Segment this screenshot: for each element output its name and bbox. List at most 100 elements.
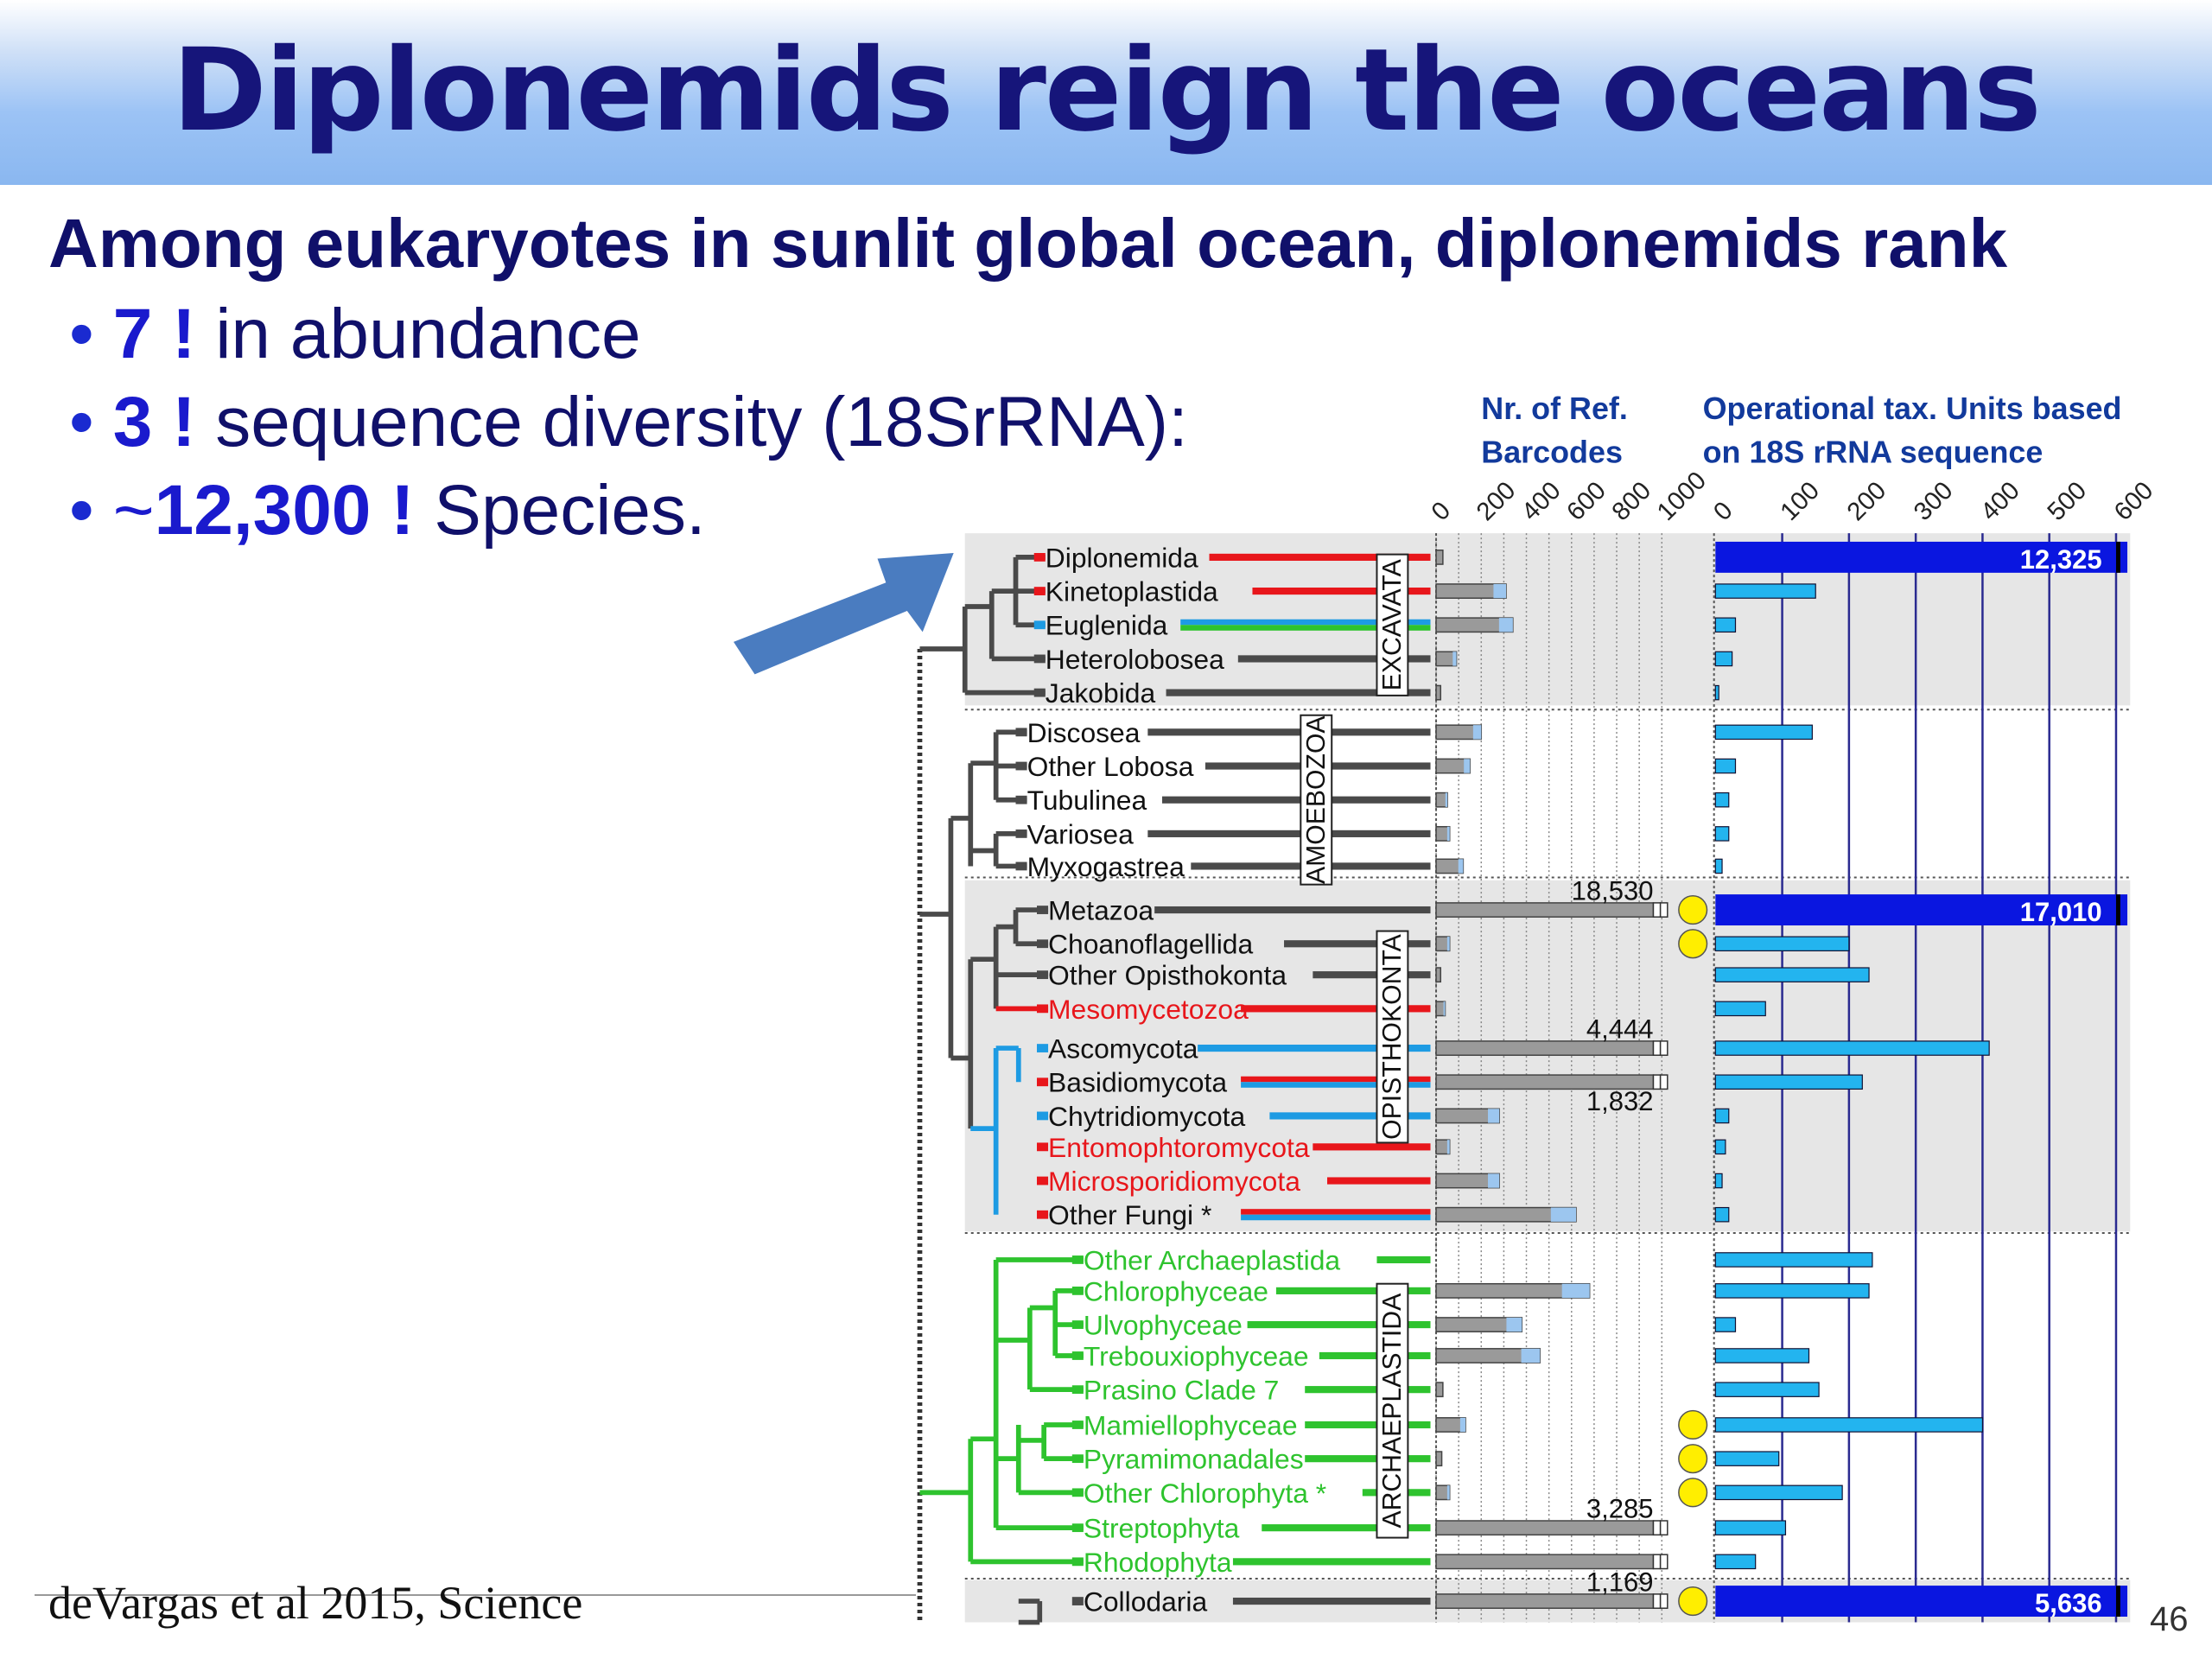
otu-bar	[1714, 1554, 1757, 1570]
barcode-bar-portion	[1472, 725, 1482, 740]
barcode-value-label: 4,444	[1586, 1014, 1654, 1045]
taxon-line	[1166, 689, 1431, 696]
taxon-label: Ascomycota	[1048, 1033, 1198, 1064]
barcode-bar	[1435, 549, 1444, 565]
otu-tick-label: 300	[1909, 476, 1959, 526]
taxon-label: Jakobida	[1046, 677, 1156, 709]
label-stub	[1037, 939, 1049, 949]
highlight-dot	[1678, 1586, 1708, 1617]
taxon-label: Chytridiomycota	[1048, 1101, 1245, 1132]
barcode-tick-label: 800	[1606, 476, 1656, 526]
bullet-prefix: ~	[112, 471, 155, 550]
taxon-label: Other Chlorophyta *	[1084, 1478, 1326, 1509]
label-stub	[1037, 1111, 1049, 1121]
taxon-line	[1209, 553, 1431, 561]
label-stub	[1037, 1077, 1049, 1087]
otu-bar	[1714, 1040, 1990, 1056]
label-stub	[1015, 761, 1027, 771]
label-stub	[1033, 620, 1046, 630]
otu-header-line2: on 18S rRNA sequence	[1703, 435, 2044, 470]
taxon-line	[1180, 619, 1431, 626]
otu-bar	[1714, 858, 1723, 874]
highlight-dot	[1678, 1409, 1708, 1440]
bullet-dot: •	[69, 295, 94, 373]
taxon-label: Variosea	[1027, 818, 1135, 849]
taxon-label: Mamiellophyceae	[1084, 1409, 1298, 1440]
barcode-tick-label: 0	[1426, 496, 1456, 526]
taxon-label: Choanoflagellida	[1048, 929, 1253, 960]
taxon-label: Entomophtoromycota	[1048, 1132, 1310, 1163]
otu-bar	[1714, 1173, 1723, 1189]
taxon-label: Other Lobosa	[1027, 751, 1194, 782]
bullet-dot: •	[69, 383, 94, 461]
supergroup-box	[1376, 553, 1409, 696]
label-stub	[1071, 1597, 1084, 1605]
taxon-label: Rhodophyta	[1084, 1547, 1232, 1578]
citation: deVargas et al 2015, Science	[48, 1577, 583, 1629]
taxon-label: Microsporidiomycota	[1048, 1166, 1300, 1197]
otu-bar	[1714, 1139, 1726, 1155]
otu-bar	[1714, 651, 1733, 667]
otu-bar	[1714, 826, 1730, 842]
otu-value-label: 5,636	[2035, 1588, 2102, 1618]
taxon-label: Prasino Clade 7	[1084, 1375, 1279, 1406]
barcode-header-line2: Barcodes	[1481, 435, 1623, 470]
highlight-dot	[1678, 894, 1708, 925]
label-stub	[1015, 861, 1027, 871]
bullet-emphasis: 12,300 !	[154, 471, 415, 550]
taxon-line	[1241, 1076, 1431, 1083]
taxon-line	[1275, 1287, 1431, 1294]
barcode-bar-portion	[1521, 1348, 1541, 1363]
barcode-value-label: 1,832	[1586, 1086, 1654, 1116]
label-stub	[1071, 1320, 1084, 1329]
barcode-break-mark	[1652, 1593, 1662, 1609]
slide-lead: Among eukaryotes in sunlit global ocean,…	[48, 205, 2008, 282]
taxon-label: Euglenida	[1046, 610, 1168, 641]
barcode-break-mark	[1652, 1520, 1662, 1536]
otu-bar-break	[2115, 894, 2120, 926]
label-stub	[1033, 654, 1046, 664]
group-panel	[964, 880, 2131, 1232]
barcode-bar-portion	[1488, 1173, 1500, 1188]
label-stub	[1071, 1454, 1084, 1464]
highlight-dot	[1678, 1478, 1708, 1508]
label-stub	[1037, 970, 1049, 980]
barcode-break-mark	[1659, 1554, 1669, 1570]
otu-bar	[1714, 1283, 1870, 1299]
otu-bar	[1714, 791, 1730, 808]
taxon-line	[1241, 1082, 1431, 1088]
label-stub	[1037, 1004, 1049, 1014]
otu-bar	[1714, 617, 1737, 633]
bullet-diversity: •3 ! sequence diversity (18SrRNA):	[69, 378, 1188, 467]
taxon-label: Chlorophyceae	[1084, 1275, 1268, 1306]
taxon-line	[1232, 1597, 1431, 1605]
taxon-line	[1232, 1558, 1431, 1566]
otu-bar	[1714, 967, 1870, 982]
barcode-bar-portion	[1446, 1485, 1450, 1500]
supergroup-box	[1376, 930, 1409, 1144]
barcode-break-mark	[1659, 902, 1669, 918]
bullet-emphasis: 7 !	[112, 295, 196, 373]
taxon-line	[1305, 1386, 1431, 1394]
taxon-line	[1269, 1112, 1431, 1120]
otu-bar-large	[1715, 894, 2128, 926]
barcode-break-mark	[1659, 1593, 1669, 1609]
page-number: 46	[2150, 1600, 2189, 1638]
pointer-arrow	[733, 553, 954, 675]
barcode-bar-portion	[1464, 759, 1471, 773]
highlight-dot	[1678, 1444, 1708, 1474]
bullet-emphasis: 3 !	[112, 383, 196, 461]
otu-bar	[1714, 1252, 1873, 1268]
otu-tick-label: 400	[1975, 476, 2025, 526]
barcode-break-mark	[1652, 1040, 1662, 1056]
taxon-label: Discosea	[1027, 717, 1141, 748]
barcode-bar-portion	[1561, 1283, 1590, 1299]
barcode-value-label: 3,285	[1586, 1494, 1654, 1524]
label-stub	[1037, 1044, 1049, 1052]
taxon-line	[1327, 1177, 1431, 1185]
taxon-label: Metazoa	[1048, 894, 1154, 925]
label-stub	[1015, 728, 1027, 737]
barcode-value-label: 1,169	[1586, 1567, 1654, 1598]
label-stub	[1037, 1142, 1049, 1152]
otu-tick-label: 600	[2108, 476, 2158, 526]
